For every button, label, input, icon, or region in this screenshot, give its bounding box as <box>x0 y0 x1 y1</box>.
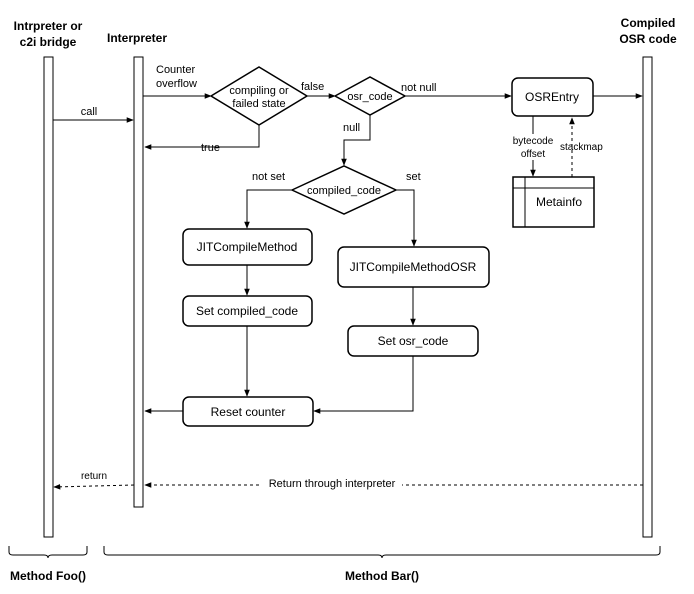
lane-osr-title-line2: OSR code <box>619 32 677 46</box>
lane-interpreter-title: Interpreter <box>107 31 167 45</box>
edge-null <box>341 115 371 166</box>
edge-true-label: true <box>201 142 220 154</box>
process-reset-counter-label: Reset counter <box>211 405 286 419</box>
edge-false-label: false <box>301 81 324 93</box>
brace-method-bar <box>103 546 661 559</box>
process-osr-entry <box>511 77 594 117</box>
decision-state-label-line2: failed state <box>232 98 285 110</box>
decision-osr-code-label: osr_code <box>347 91 392 103</box>
edge-not-null-label: not null <box>401 82 436 94</box>
edge-stackmap-label: stackmap <box>560 142 603 153</box>
edge-bytecode-label-line1: bytecode <box>513 136 554 147</box>
process-set-compiled-code-label: Set compiled_code <box>196 304 298 318</box>
brace-method-foo <box>8 546 88 559</box>
decision-state-label-line1: compiling or <box>229 85 289 97</box>
lifeline-interpreter <box>133 56 144 508</box>
lane-foo-title-line1: Intrpreter or <box>14 19 83 33</box>
edge-counter-label-line2: overflow <box>156 78 197 90</box>
edge-call-label: call <box>81 106 98 118</box>
lane-foo-title-line2: c2i bridge <box>20 35 77 49</box>
edge-not-set-label: not set <box>252 171 285 183</box>
process-set-osr-code-label: Set osr_code <box>378 334 449 348</box>
edge-set <box>396 189 417 247</box>
edge-null-label: null <box>343 122 360 134</box>
process-osr-entry-label: OSREntry <box>525 90 579 104</box>
edge-counter-label-line1: Counter <box>156 64 195 76</box>
data-store-metainfo <box>512 176 595 228</box>
edge-return-label: return <box>81 471 107 482</box>
edge-bytecode-label-line2: offset <box>521 149 545 160</box>
return-through-label-background <box>262 476 402 490</box>
edge-not-set <box>244 189 292 229</box>
decision-compiled-code-label: compiled_code <box>307 185 381 197</box>
edge-return-through-label: Return through interpreter <box>269 478 396 490</box>
group-method-bar-label: Method Bar() <box>345 569 419 583</box>
edge-true <box>144 125 260 150</box>
process-jit-compile-method-osr-label: JITCompileMethodOSR <box>350 260 477 274</box>
lifeline-osr-code <box>642 56 653 538</box>
edge-set-label: set <box>406 171 421 183</box>
data-store-metainfo-label: Metainfo <box>536 195 582 209</box>
process-jit-compile-method-label: JITCompileMethod <box>197 240 298 254</box>
bytecode-label-background <box>505 134 561 160</box>
lifeline-foo <box>43 56 54 538</box>
group-method-foo-label: Method Foo() <box>10 569 86 583</box>
edge-return <box>53 484 135 490</box>
lane-osr-title-line1: Compiled <box>621 16 676 30</box>
edge-set-osr-to-reset <box>313 356 414 414</box>
